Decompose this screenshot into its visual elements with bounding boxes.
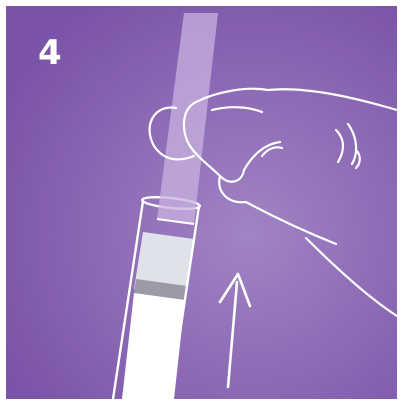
instruction-panel: 4: [6, 6, 397, 399]
step-number: 4: [38, 36, 62, 70]
instruction-illustration: [6, 6, 397, 399]
